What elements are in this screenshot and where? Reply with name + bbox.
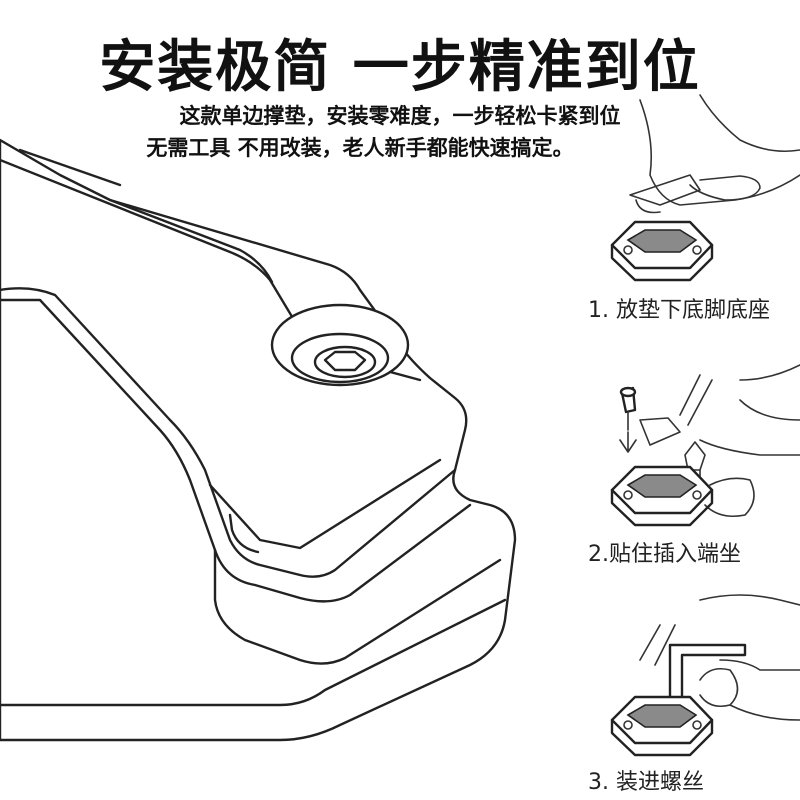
step-2-illustration <box>610 364 800 527</box>
step-2-label: 2.贴住插入端坐 <box>588 542 741 567</box>
step-1-label: 1. 放垫下底脚底座 <box>588 298 770 323</box>
subtitle-line-2: 无需工具 不用改装，老人新手都能快速搞定。 <box>146 136 574 160</box>
step-1-illustration <box>610 94 800 282</box>
subtitle-line-1: 这款单边撑垫，安装零难度，一步轻松卡紧到位 <box>179 104 621 128</box>
large-pad-illustration <box>0 138 517 742</box>
step-3-illustration <box>610 594 800 757</box>
headline: 安装极简 一步精准到位 <box>99 35 701 100</box>
step-3-label: 3. 装进螺丝 <box>588 770 704 795</box>
